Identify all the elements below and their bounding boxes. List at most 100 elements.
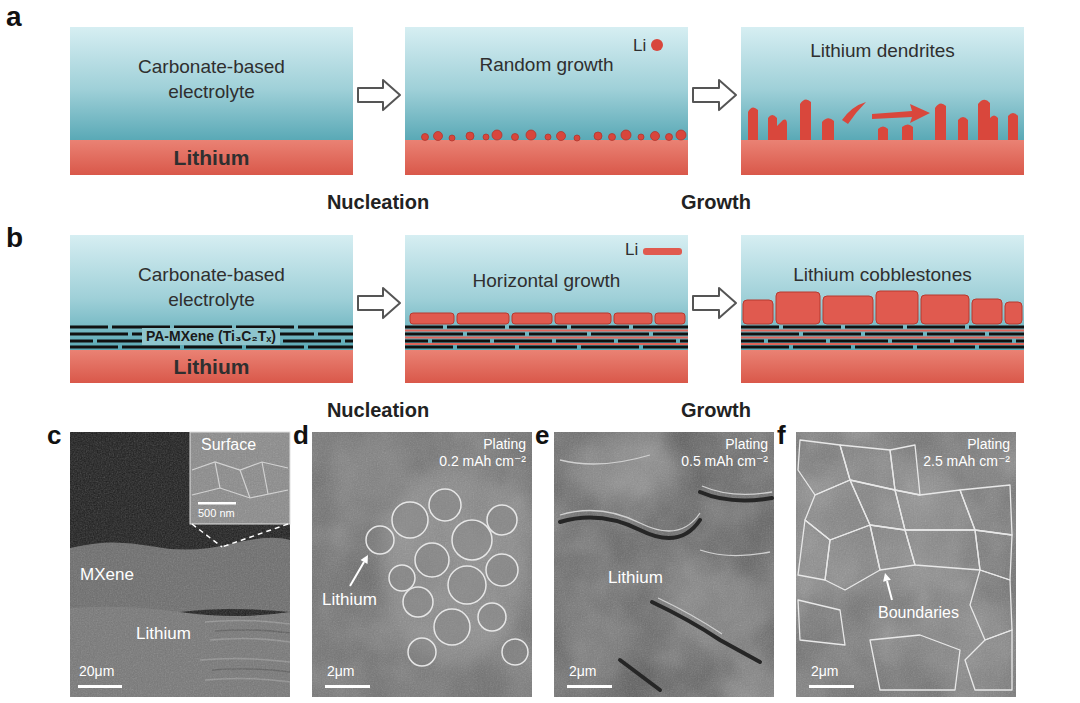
electrolyte-panel: Lithium cobblestones xyxy=(741,235,1024,383)
figure-shape xyxy=(526,130,536,140)
sem-image-c xyxy=(70,432,290,697)
figure-shape xyxy=(554,432,774,697)
figure-shape xyxy=(560,455,650,464)
image-label: Lithium xyxy=(322,590,377,610)
figure-shape xyxy=(652,602,760,662)
figure-shape xyxy=(434,132,443,141)
scale-label: 2μm xyxy=(811,663,839,680)
panel-letter: a xyxy=(6,0,22,34)
figure-shape xyxy=(970,570,1012,640)
figure-shape xyxy=(895,490,975,530)
figure-shape xyxy=(1005,302,1022,324)
figure-shape xyxy=(389,565,415,591)
figure-shape xyxy=(972,299,1002,324)
figure-shape xyxy=(392,502,428,538)
condition-label: 2.5 mAh cm⁻² xyxy=(923,453,1010,470)
figure-shape xyxy=(741,27,1024,140)
figure-shape xyxy=(809,685,854,688)
figure-shape xyxy=(70,432,290,697)
figure-shape xyxy=(457,313,509,324)
figure-shape xyxy=(262,462,268,494)
figure-shape xyxy=(638,134,644,140)
figure-shape xyxy=(434,609,470,645)
key-text: Li xyxy=(625,239,638,261)
figure-shape xyxy=(676,130,686,140)
figure-shape xyxy=(350,562,364,586)
figure-shape xyxy=(842,102,866,124)
key-text: Li xyxy=(633,35,646,57)
figure-shape xyxy=(870,525,915,570)
figure-shape xyxy=(872,104,930,123)
figure-shape xyxy=(545,134,551,140)
figure-shape xyxy=(921,295,969,324)
figure-shape xyxy=(557,132,566,141)
layer-label: PA-MXene (Ti₃C₂Tₓ) xyxy=(142,328,280,345)
figure-shape xyxy=(822,118,834,140)
figure-shape xyxy=(512,313,552,324)
figure-shape xyxy=(554,432,774,697)
scale-label: 2μm xyxy=(327,663,355,680)
figure-shape xyxy=(700,550,770,556)
figure-shape xyxy=(192,462,288,470)
figure-shape xyxy=(887,581,892,600)
figure-shape xyxy=(70,432,290,697)
lithium-slabs xyxy=(410,313,685,324)
figure-shape xyxy=(741,340,1024,343)
figure-shape xyxy=(702,486,772,494)
figure-shape xyxy=(741,330,1024,332)
figure-shape xyxy=(502,639,528,665)
figure-shape xyxy=(876,291,918,324)
schematic-row-a xyxy=(70,27,1024,175)
figure-shape xyxy=(405,333,688,336)
figure-shape xyxy=(621,130,631,140)
figure-shape xyxy=(405,340,688,343)
panel-text: Random growth xyxy=(479,53,613,78)
figure-shape xyxy=(312,432,532,697)
figure-shape xyxy=(410,313,454,324)
figure-shape xyxy=(651,132,660,141)
figure-shape xyxy=(741,350,1024,383)
figure-shape xyxy=(466,132,474,140)
figure-shape xyxy=(965,630,1012,690)
figure-shape xyxy=(190,432,290,524)
image-label: Lithium xyxy=(136,624,191,644)
figure-shape xyxy=(560,511,700,532)
figure-shape xyxy=(658,598,722,634)
figure-shape xyxy=(850,480,905,530)
sem-image-e xyxy=(554,432,774,697)
figure-shape xyxy=(70,346,353,349)
lithium-interlayers xyxy=(405,331,1024,345)
figure-shape xyxy=(805,480,870,540)
image-label: MXene xyxy=(80,565,134,585)
image-label: Boundaries xyxy=(878,603,959,622)
figure-shape xyxy=(70,27,353,140)
figure-shape xyxy=(312,432,532,697)
scale-label: 2μm xyxy=(569,663,597,680)
stage-label: Growth xyxy=(681,190,751,214)
image-label: Surface xyxy=(201,435,256,454)
figure-shape xyxy=(741,337,1024,339)
figure-shape xyxy=(361,555,369,564)
figure-shape xyxy=(975,530,1012,580)
figure-shape xyxy=(800,99,811,140)
figure-shape xyxy=(70,432,290,697)
panel-text: Lithium dendrites xyxy=(810,39,955,64)
figure-shape xyxy=(405,140,688,175)
figure-shape xyxy=(452,520,492,560)
hollow-arrow xyxy=(693,80,736,110)
figure-shape xyxy=(408,638,436,666)
figure-shape xyxy=(325,685,370,688)
figure-shape xyxy=(560,455,772,634)
figure-shape xyxy=(594,132,602,140)
figure-shape xyxy=(190,432,290,524)
figure-shape xyxy=(405,330,688,332)
figure-shape xyxy=(741,140,1024,175)
figure-shape xyxy=(483,134,489,140)
figure-shape xyxy=(796,432,1016,697)
figure-shape xyxy=(905,530,980,570)
figure-shape xyxy=(487,505,517,535)
figure-shape xyxy=(655,313,685,324)
